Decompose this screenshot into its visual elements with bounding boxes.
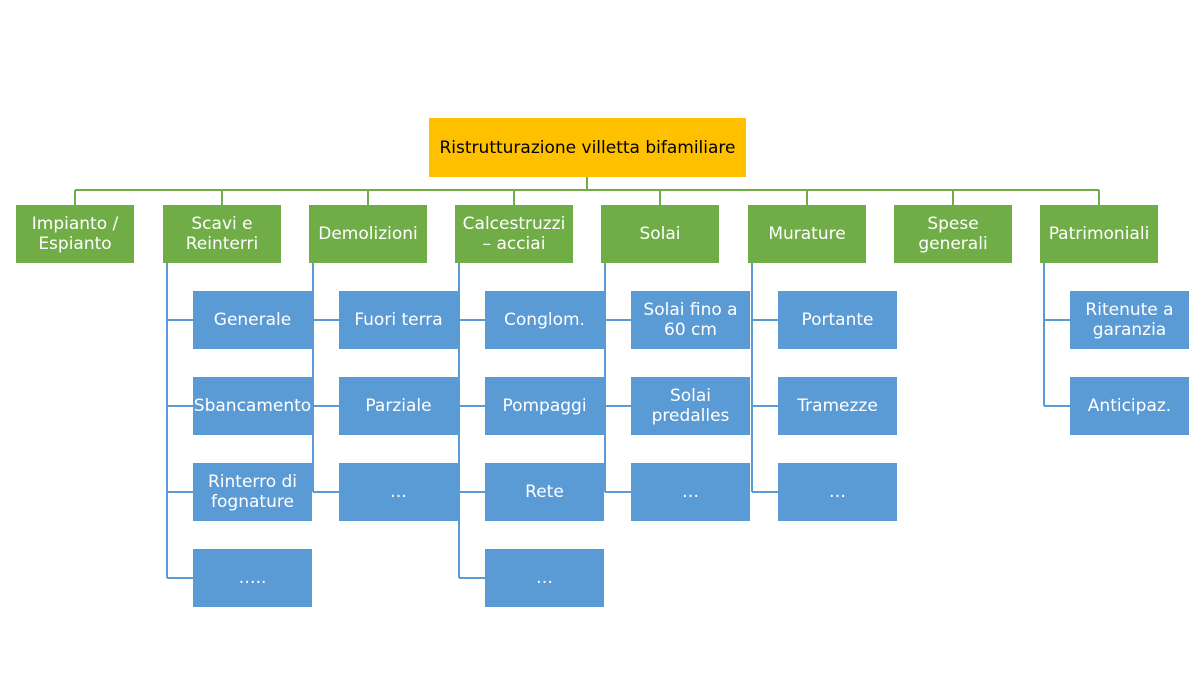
category-node: Scavi e Reinterri [163, 205, 281, 263]
item-node: … [485, 549, 604, 607]
item-node: Rete [485, 463, 604, 521]
category-node: Calcestruzzi – acciai [455, 205, 573, 263]
root-node: Ristrutturazione villetta bifamiliare [429, 118, 746, 177]
item-node: Portante [778, 291, 897, 349]
item-node: Sbancamento [193, 377, 312, 435]
item-node: Parziale [339, 377, 458, 435]
category-node: Murature [748, 205, 866, 263]
category-node: Spese generali [894, 205, 1012, 263]
category-node: Demolizioni [309, 205, 427, 263]
item-node: Conglom. [485, 291, 604, 349]
item-node: Ritenute a garanzia [1070, 291, 1189, 349]
item-node: Fuori terra [339, 291, 458, 349]
item-node: Rinterro di fognature [193, 463, 312, 521]
item-node: Solai predalles [631, 377, 750, 435]
category-node: Impianto / Espianto [16, 205, 134, 263]
item-node: Pompaggi [485, 377, 604, 435]
item-node: … [631, 463, 750, 521]
item-node: … [339, 463, 458, 521]
item-node: Solai fino a 60 cm [631, 291, 750, 349]
category-node: Patrimoniali [1040, 205, 1158, 263]
item-node: Generale [193, 291, 312, 349]
item-node: Tramezze [778, 377, 897, 435]
item-node: Anticipaz. [1070, 377, 1189, 435]
item-node: ….. [193, 549, 312, 607]
item-node: … [778, 463, 897, 521]
category-node: Solai [601, 205, 719, 263]
